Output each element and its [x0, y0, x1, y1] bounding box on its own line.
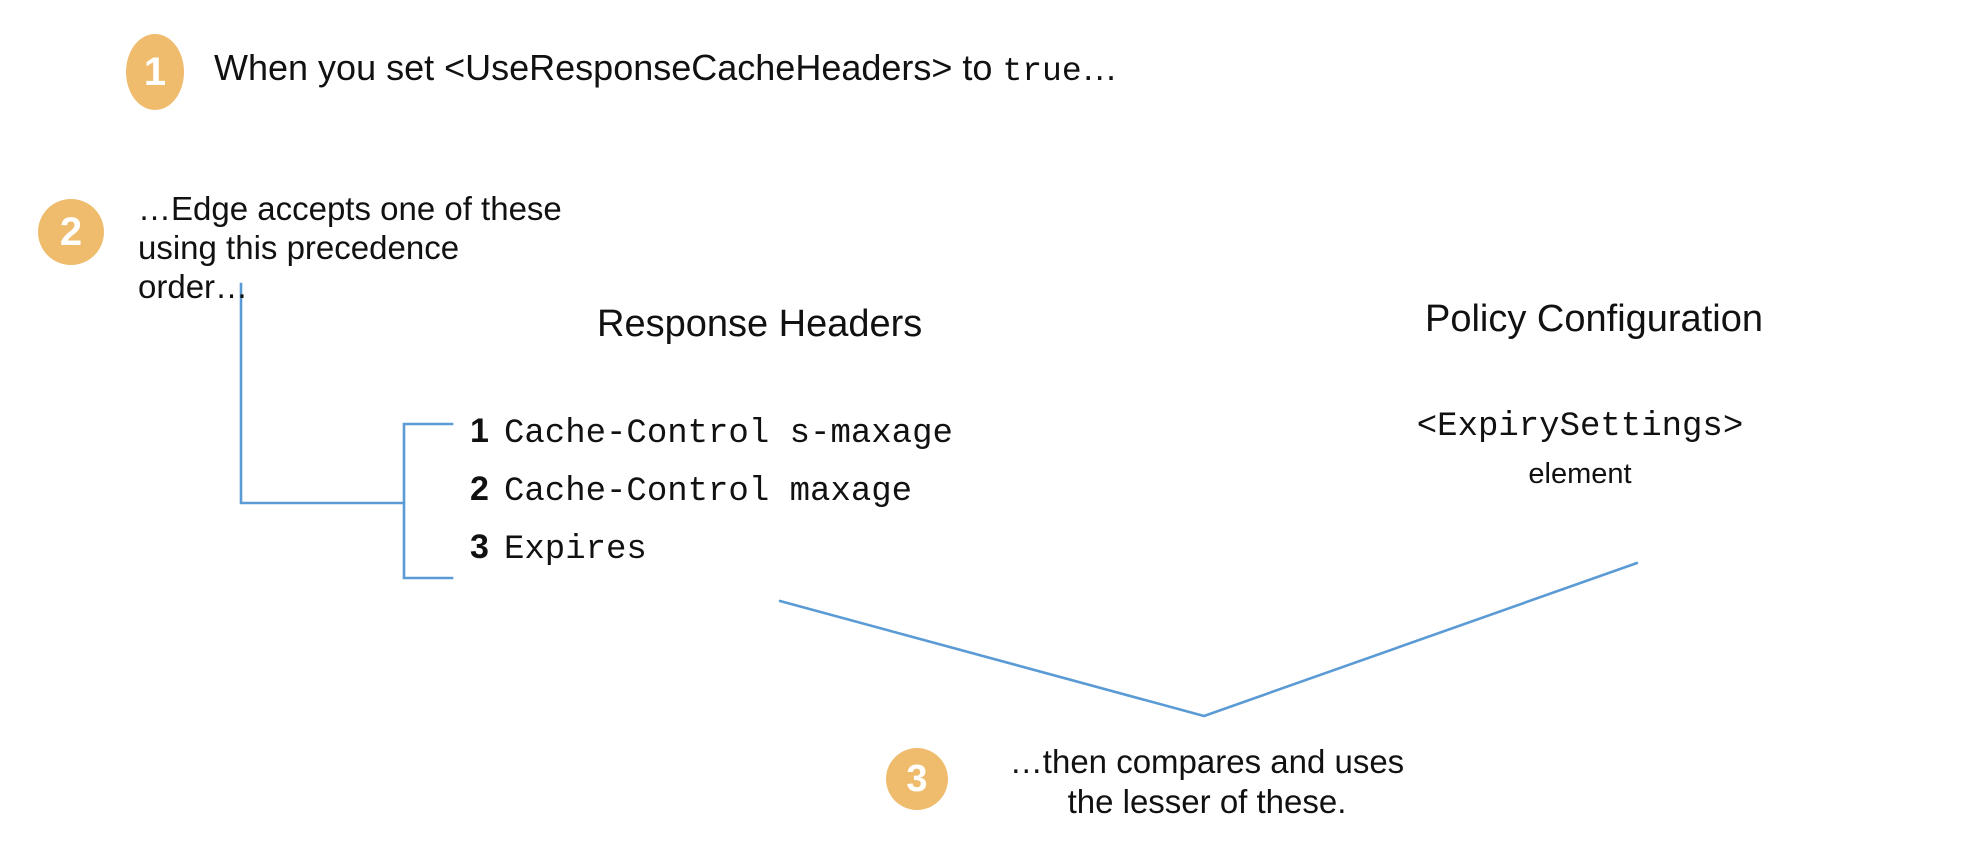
response-headers-heading: Response Headers	[597, 303, 923, 345]
step-badge-3: 3	[886, 748, 948, 810]
policy-element-block: <ExpirySettings> element	[1380, 408, 1780, 491]
step-1-text-mono: true	[1002, 53, 1082, 90]
step-3-text: …then compares and uses the lesser of th…	[972, 742, 1442, 821]
step-1-text: When you set <UseResponseCacheHeaders> t…	[214, 45, 1118, 92]
precedence-item-name: Cache-Control maxage	[504, 473, 913, 511]
step-1-text-suffix: …	[1081, 47, 1118, 88]
list-item: 3 Expires	[470, 528, 953, 586]
precedence-rank: 1	[470, 412, 489, 450]
precedence-item-name: Expires	[504, 531, 647, 569]
step-badge-2: 2	[38, 199, 104, 265]
step-1-text-prefix: When you set <UseResponseCacheHeaders> t…	[214, 47, 1003, 88]
precedence-rank: 3	[470, 528, 489, 566]
step-2-line-2: using this precedence	[138, 228, 460, 266]
step2-elbow-connector	[239, 282, 406, 505]
list-item: 1 Cache-Control s-maxage	[470, 412, 953, 470]
expiry-settings-label: element	[1528, 458, 1632, 490]
precedence-rank: 2	[470, 470, 489, 508]
step-2-line-1: …Edge accepts one of these	[138, 190, 562, 227]
list-item: 2 Cache-Control maxage	[470, 470, 953, 528]
policy-configuration-heading: Policy Configuration	[1425, 298, 1763, 340]
step-3-line-2: the lesser of these.	[1067, 782, 1347, 820]
step-2-text: …Edge accepts one of these using this pr…	[138, 190, 658, 307]
step-3-line-1: …then compares and uses	[1009, 743, 1405, 780]
step-2-line-3: order…	[138, 267, 249, 305]
precedence-list: 1 Cache-Control s-maxage 2 Cache-Control…	[470, 412, 953, 586]
step-badge-1: 1	[126, 34, 184, 110]
precedence-bracket	[402, 422, 454, 580]
precedence-item-name: Cache-Control s-maxage	[504, 415, 953, 453]
expiry-settings-tag: <ExpirySettings>	[1416, 408, 1744, 446]
